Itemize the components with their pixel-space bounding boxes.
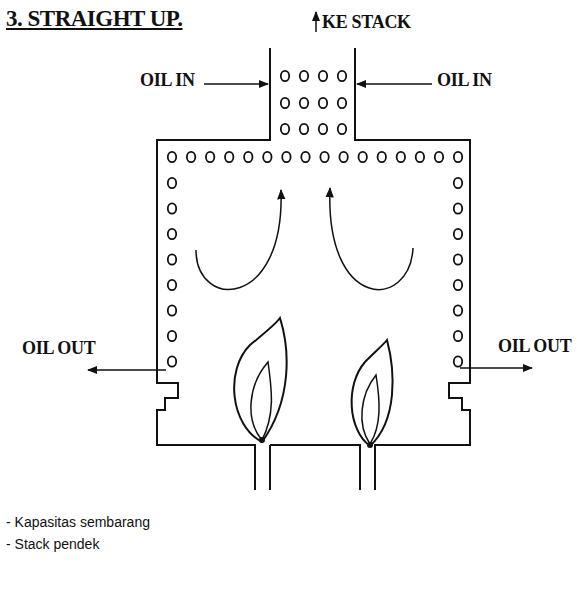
- tube: [301, 152, 309, 162]
- tube: [206, 152, 214, 162]
- tube: [319, 124, 327, 134]
- tube: [319, 71, 327, 81]
- tube: [378, 152, 386, 162]
- note-text: - Kapasitas sembarang: [6, 514, 150, 530]
- tube: [397, 152, 405, 162]
- burner-tip: [259, 437, 265, 443]
- burner-tip: [367, 442, 373, 448]
- tube: [454, 356, 462, 366]
- oil-in-label: OIL IN: [140, 70, 195, 91]
- tube: [187, 152, 195, 162]
- tube: [168, 229, 176, 239]
- diagram-title: 3. STRAIGHT UP.: [6, 6, 183, 32]
- tube: [359, 152, 367, 162]
- oil-out-label: OIL OUT: [498, 336, 571, 357]
- tube: [168, 178, 176, 188]
- oil-out-arrow: [88, 369, 166, 371]
- tube: [168, 356, 176, 366]
- tube: [168, 305, 176, 315]
- burner-flame: [251, 362, 272, 440]
- oil-in-arrow: [204, 83, 268, 85]
- tube: [281, 124, 289, 134]
- tube: [281, 98, 289, 108]
- tube: [339, 152, 347, 162]
- tube: [168, 280, 176, 290]
- tube: [300, 71, 308, 81]
- stack-label: KE STACK: [322, 12, 411, 33]
- tube: [435, 152, 443, 162]
- tube: [454, 229, 462, 239]
- tube: [168, 152, 176, 162]
- stack-arrow: [315, 12, 317, 32]
- flue-gas-flow: [196, 190, 281, 289]
- oil-in-label: OIL IN: [437, 70, 492, 91]
- tube-rows: [168, 71, 462, 367]
- burner-flame: [234, 318, 286, 442]
- burner-flame: [362, 375, 379, 444]
- tube: [320, 152, 328, 162]
- tube: [338, 98, 346, 108]
- oil-in-arrow: [357, 83, 432, 85]
- tube: [454, 152, 462, 162]
- oil-out-arrow: [460, 367, 532, 369]
- tube: [168, 203, 176, 213]
- tube: [454, 305, 462, 315]
- tube: [300, 98, 308, 108]
- tube: [168, 254, 176, 264]
- tube: [338, 124, 346, 134]
- tube: [282, 152, 290, 162]
- tube: [454, 331, 462, 341]
- oil-out-label: OIL OUT: [22, 338, 95, 359]
- furnace-floor: [270, 445, 360, 490]
- tube: [281, 71, 289, 81]
- burner-flame: [352, 340, 393, 446]
- tube: [225, 152, 233, 162]
- tube: [454, 178, 462, 188]
- tube: [263, 152, 271, 162]
- tube: [244, 152, 252, 162]
- flue-gas-flow: [330, 188, 413, 289]
- tube: [454, 203, 462, 213]
- note-text: - Stack pendek: [6, 536, 99, 552]
- tube: [300, 124, 308, 134]
- tube: [338, 71, 346, 81]
- tube: [454, 254, 462, 264]
- tube: [454, 280, 462, 290]
- furnace-wall-right: [355, 48, 470, 490]
- tube: [319, 98, 327, 108]
- tube: [168, 331, 176, 341]
- tube: [416, 152, 424, 162]
